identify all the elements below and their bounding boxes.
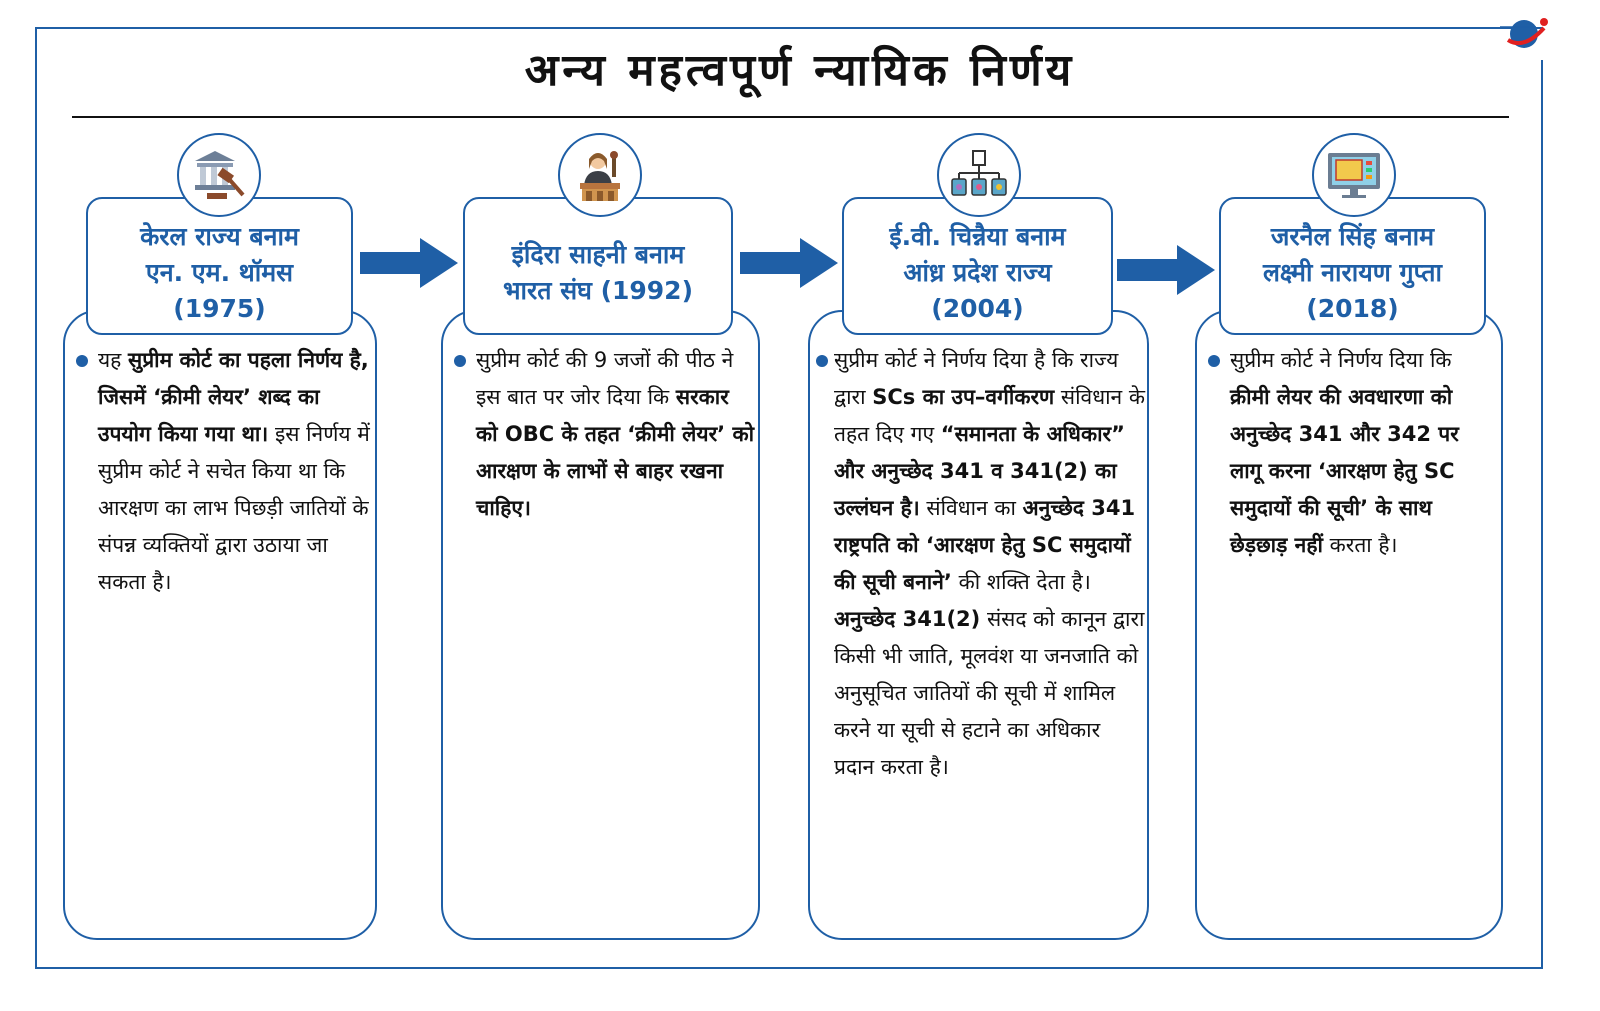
outer-frame bbox=[35, 27, 1543, 969]
emphasized-text: अनुच्छेद 341(2) bbox=[834, 607, 981, 631]
emphasized-text: सुप्रीम कोर्ट का पहला निर्णय है, जिसमें … bbox=[98, 348, 369, 446]
computer-screen-icon bbox=[1312, 133, 1396, 217]
description-text: यह bbox=[98, 348, 129, 372]
judge-icon bbox=[558, 133, 642, 217]
description-text: करता है। bbox=[1322, 533, 1398, 557]
description-text: संसद को कानून द्वारा किसी भी जाति, मूलवं… bbox=[834, 607, 1145, 779]
emphasized-text: SCs का उप–वर्गीकरण bbox=[872, 385, 1055, 409]
case-heading: इंदिरा साहनी बनाम भारत संघ (1992) bbox=[463, 197, 733, 335]
case-heading-line: ई.वी. चिन्नैया बनाम bbox=[889, 222, 1066, 251]
case-heading-line: एन. एम. थॉमस bbox=[145, 258, 294, 287]
case-heading-line: लक्ष्मी नारायण गुप्ता bbox=[1262, 258, 1443, 287]
case-description: सुप्रीम कोर्ट की 9 जजों की पीठ ने इस बात… bbox=[476, 342, 756, 527]
case-body-box bbox=[63, 310, 377, 940]
description-text: संविधान के तहत दिए गए bbox=[834, 385, 1146, 446]
case-heading: जरनैल सिंह बनाम लक्ष्मी नारायण गुप्ता (2… bbox=[1219, 197, 1486, 335]
emphasized-text: क्रीमी लेयर की अवधारणा को अनुच्छेद 341 औ… bbox=[1230, 385, 1459, 557]
case-heading-line: भारत संघ (1992) bbox=[502, 276, 694, 305]
courthouse-gavel-icon bbox=[177, 133, 261, 217]
case-body-box bbox=[441, 310, 760, 940]
case-year: (1975) bbox=[173, 294, 266, 323]
description-text: संविधान का bbox=[919, 496, 1023, 520]
case-heading-line: आंध्र प्रदेश राज्य bbox=[903, 258, 1052, 287]
case-description: सुप्रीम कोर्ट ने निर्णय दिया कि क्रीमी ल… bbox=[1230, 342, 1492, 564]
title-divider bbox=[72, 116, 1509, 118]
arrow-right-icon bbox=[360, 238, 458, 288]
description-text: सुप्रीम कोर्ट की 9 जजों की पीठ ने इस बात… bbox=[476, 348, 734, 409]
description-text: सुप्रीम कोर्ट ने निर्णय दिया कि bbox=[1230, 348, 1452, 372]
case-heading: ई.वी. चिन्नैया बनाम आंध्र प्रदेश राज्य (… bbox=[842, 197, 1113, 335]
case-body-box bbox=[1195, 310, 1503, 940]
page-title: अन्य महत्वपूर्ण न्यायिक निर्णय bbox=[524, 45, 1076, 96]
bullet-icon bbox=[816, 355, 828, 367]
hierarchy-documents-icon bbox=[937, 133, 1021, 217]
case-heading: केरल राज्य बनाम एन. एम. थॉमस (1975) bbox=[86, 197, 353, 335]
case-description: यह सुप्रीम कोर्ट का पहला निर्णय है, जिसम… bbox=[98, 342, 370, 601]
bullet-icon bbox=[76, 355, 88, 367]
description-text: इस निर्णय में सुप्रीम कोर्ट ने सचेत किया… bbox=[98, 422, 370, 594]
bullet-icon bbox=[454, 355, 466, 367]
emphasized-text: अनुच्छेद 341 राष्ट्रपति को ‘आरक्षण हेतु … bbox=[834, 496, 1136, 594]
case-year: (2018) bbox=[1306, 294, 1399, 323]
description-text: सुप्रीम कोर्ट ने निर्णय दिया है कि राज्य… bbox=[834, 348, 1119, 409]
case-heading-line: केरल राज्य बनाम bbox=[140, 222, 299, 251]
case-body-box bbox=[808, 310, 1149, 940]
case-description: सुप्रीम कोर्ट ने निर्णय दिया है कि राज्य… bbox=[834, 342, 1146, 786]
case-heading-line: जरनैल सिंह बनाम bbox=[1270, 222, 1435, 251]
bullet-icon bbox=[1208, 355, 1220, 367]
brand-logo-icon bbox=[1500, 18, 1548, 48]
arrow-right-icon bbox=[740, 238, 838, 288]
arrow-right-icon bbox=[1117, 245, 1215, 295]
emphasized-text: “समानता के अधिकार” और अनुच्छेद 341 व 341… bbox=[834, 422, 1125, 520]
emphasized-text: सरकार को OBC के तहत ‘क्रीमी लेयर’ को आरक… bbox=[476, 385, 755, 520]
description-text: की शक्ति देता है। bbox=[951, 570, 1091, 594]
case-heading-line: इंदिरा साहनी बनाम bbox=[511, 240, 685, 269]
outer-frame-right bbox=[1541, 60, 1543, 967]
case-year: (2004) bbox=[931, 294, 1024, 323]
